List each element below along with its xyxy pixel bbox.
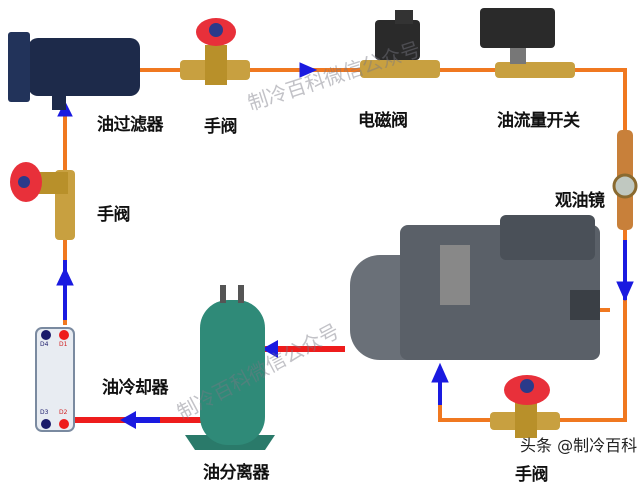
arrow-bottom-up [431,362,449,383]
solenoid-valve [360,10,440,78]
compressor [350,215,600,360]
label-solenoid-valve: 电磁阀 [358,111,408,131]
arrow-right-down [616,281,634,302]
port-d1: D1 [59,341,68,348]
label-oil-flow-switch: 油流量开关 [497,111,580,131]
label-oil-filter: 油过滤器 [97,115,164,135]
arrow-to-cooler [120,411,136,429]
manual-valve-top [180,18,250,85]
port-d2: D2 [59,409,68,416]
label-oil-cooler: 油冷却器 [102,378,169,398]
oil-flow-switch [480,8,575,78]
sight-glass [612,130,638,230]
oil-cooler [35,327,75,432]
label-manual-valve-left: 手阀 [97,205,131,225]
oil-filter [8,32,140,110]
label-manual-valve-bottom: 手阀 [515,465,549,482]
label-manual-valve-top: 手阀 [204,117,238,137]
arrow-left-up [56,266,74,286]
port-d3: D3 [40,409,49,416]
label-oil-separator: 油分离器 [203,463,270,482]
manual-valve-bottom [490,375,560,438]
port-d4: D4 [40,341,49,348]
arrow-top-right [299,62,318,78]
arrow-to-separator [262,340,278,358]
label-sight-glass: 观油镜 [555,191,605,211]
manual-valve-left [10,162,75,240]
oil-separator [185,285,275,450]
watermark-corner: 头条 @制冷百科 [520,436,638,455]
flow-arrows [56,62,634,405]
